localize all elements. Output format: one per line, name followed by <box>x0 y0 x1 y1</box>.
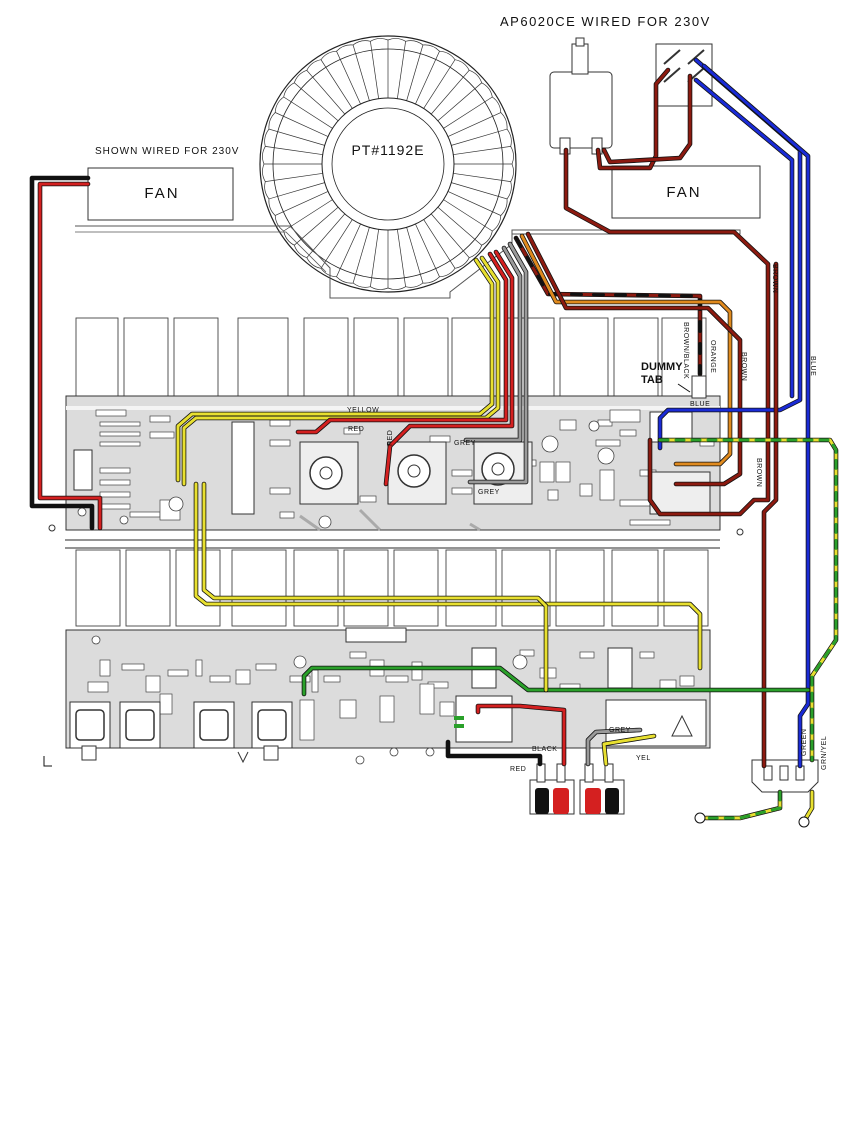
heatsink-lower <box>75 549 709 627</box>
heatsink-upper <box>75 317 707 397</box>
label-grey-speaker: GREY <box>609 727 631 734</box>
corner-mark <box>43 756 52 767</box>
switch-brown-wire <box>563 147 771 517</box>
label-green: GREEN <box>801 729 808 756</box>
dummy-tab-label-line1: DUMMY <box>641 361 683 373</box>
earth-lug-wire <box>803 789 815 821</box>
green-marker <box>454 716 464 720</box>
label-blue-2: BLUE <box>690 401 710 408</box>
label-grey-bottom: GREY <box>478 489 500 496</box>
label-brown-2: BROWN <box>771 264 778 293</box>
label-yel: YEL <box>636 755 651 762</box>
input-jack-2 <box>119 701 161 749</box>
red-speaker-wire <box>475 703 567 767</box>
ac-power-inlet <box>751 759 819 793</box>
yellow-secondary-wire-2 <box>175 257 495 483</box>
binding-post-right <box>579 763 625 815</box>
green-yellow-stripe <box>658 438 838 762</box>
chassis-rails <box>65 225 741 549</box>
green-marker <box>454 724 464 728</box>
input-jack-3 <box>193 701 235 749</box>
label-yellow: YELLOW <box>347 407 379 414</box>
fan-wiring-note: SHOWN WIRED FOR 230V <box>95 146 239 157</box>
fan-right: FAN <box>611 165 761 219</box>
label-red-vertical: RED <box>387 430 394 446</box>
brown-black-stripe <box>514 236 702 376</box>
label-red-speaker: RED <box>510 766 526 773</box>
earth-ring-terminal <box>694 812 706 824</box>
input-board-traces <box>87 635 695 765</box>
binding-post-left <box>529 763 575 815</box>
label-grey-top: GREY <box>454 440 476 447</box>
selector-brown-wire-2 <box>601 73 693 165</box>
input-jack-4 <box>251 701 293 761</box>
brown-primary-wire <box>525 231 743 487</box>
wiring <box>29 57 839 828</box>
label-brown-3: BROWN <box>755 458 762 487</box>
fan-left-black-wire <box>29 175 95 531</box>
yel-speaker-wire <box>601 733 657 767</box>
transformer-label: PT#1192E <box>351 142 424 158</box>
label-black: BLACK <box>532 746 557 753</box>
blue-selector-wire-2 <box>693 77 795 399</box>
grey-secondary-wire <box>463 245 523 443</box>
grey-speaker-wire <box>585 727 643 767</box>
label-brown-black: BROWN/BLACK <box>682 322 689 379</box>
input-board <box>65 627 711 765</box>
dummy-tab-label-line2: TAB <box>641 374 663 386</box>
power-amp-board-traces <box>77 409 715 532</box>
dummy-tab: DUMMY TAB <box>641 361 707 399</box>
diagram-title: AP6020CE WIRED FOR 230V <box>500 14 711 29</box>
output-inductor-3 <box>473 441 533 505</box>
ic-chip <box>607 647 633 689</box>
black-speaker-wire <box>445 739 543 767</box>
board-connector-block <box>231 421 255 515</box>
input-jack-1 <box>69 701 111 761</box>
mounting-hole <box>736 528 744 536</box>
blue-mains-wire <box>701 63 811 769</box>
orange-primary-wire <box>519 233 733 467</box>
toroidal-transformer: PT#1192E <box>259 35 517 293</box>
yellow-link-wire <box>193 481 703 671</box>
fan-left: FAN <box>87 167 234 221</box>
earth-lug-terminal <box>798 816 810 828</box>
yellow-link-wire-2 <box>201 481 549 693</box>
earth-ring-stripe <box>704 790 782 820</box>
label-grn-yel: GRN/YEL <box>821 736 828 770</box>
wire-labels: YELLOW RED RED GREY GREY BROWN/BLACK ORA… <box>347 264 828 773</box>
red-secondary-wire-2 <box>383 249 515 487</box>
label-brown-1: BROWN <box>740 352 747 381</box>
mounting-hole <box>48 524 56 532</box>
output-inductor-1 <box>299 441 359 505</box>
brown-mains-wire <box>761 261 779 769</box>
label-blue-1: BLUE <box>809 356 816 376</box>
transformer-coil-windings <box>262 38 514 290</box>
fan-left-red-wire <box>37 181 103 531</box>
power-switch <box>549 37 613 155</box>
fan-right-label: FAN <box>666 184 701 201</box>
selector-brown-wire <box>595 67 671 171</box>
label-red-top: RED <box>348 426 364 433</box>
output-inductor-2 <box>387 441 447 505</box>
green-signal-wire <box>301 665 811 697</box>
label-orange: ORANGE <box>709 340 716 373</box>
red-secondary-wire <box>295 251 509 435</box>
fan-left-label: FAN <box>144 185 179 202</box>
grey-secondary-wire-2 <box>467 241 529 485</box>
earth-ring-wire <box>703 789 783 821</box>
